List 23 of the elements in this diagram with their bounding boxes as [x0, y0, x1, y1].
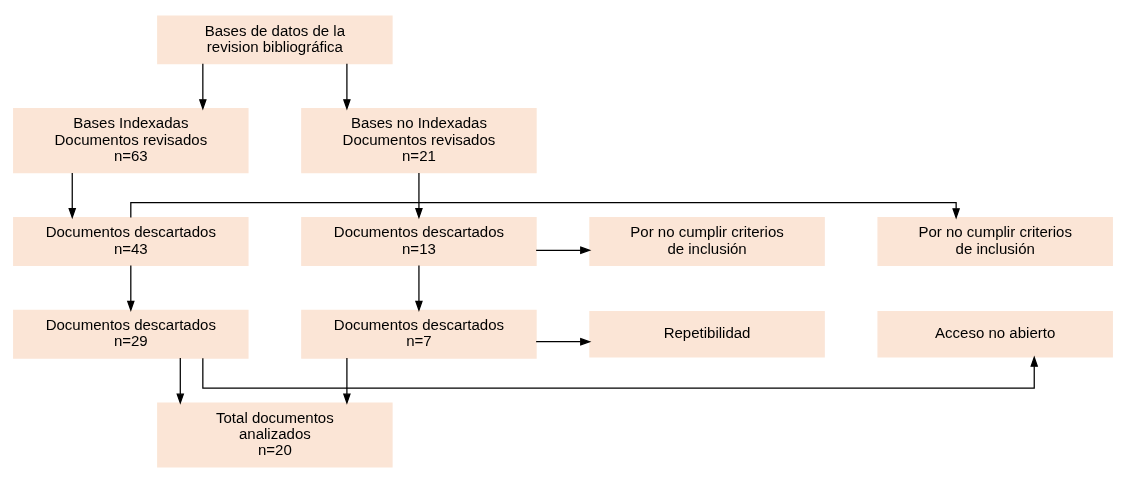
arrow — [535, 337, 592, 346]
arrow — [342, 357, 351, 405]
arrow — [176, 357, 185, 405]
arrow — [202, 355, 1039, 389]
node-box: Repetibilidad — [589, 311, 825, 358]
node-box: Bases de datos de la revision bibliográfica — [157, 15, 393, 65]
arrow — [415, 172, 423, 220]
arrow — [535, 246, 592, 255]
node-box: Documentos descartados n=43 — [13, 217, 249, 266]
arrow — [415, 264, 423, 312]
node-box: Documentos descartados n=29 — [13, 309, 249, 359]
arrow — [126, 264, 135, 312]
node-box: Total documentos analizados n=20 — [157, 402, 393, 468]
node-box: Bases Indexadas Documentos revisados n=63 — [13, 108, 249, 174]
arrow — [342, 63, 351, 111]
node-box: Documentos descartados n=13 — [301, 217, 537, 266]
arrow — [198, 63, 207, 111]
node-box: Por no cumplir criterios de inclusión — [877, 217, 1113, 266]
node-box: Documentos descartados n=7 — [301, 309, 537, 359]
node-box: Bases no Indexadas Documentos revisados n=21 — [301, 108, 537, 174]
node-box: Por no cumplir criterios de inclusión — [589, 217, 825, 266]
arrow — [68, 172, 77, 220]
node-box: Acceso no abierto — [877, 311, 1113, 358]
